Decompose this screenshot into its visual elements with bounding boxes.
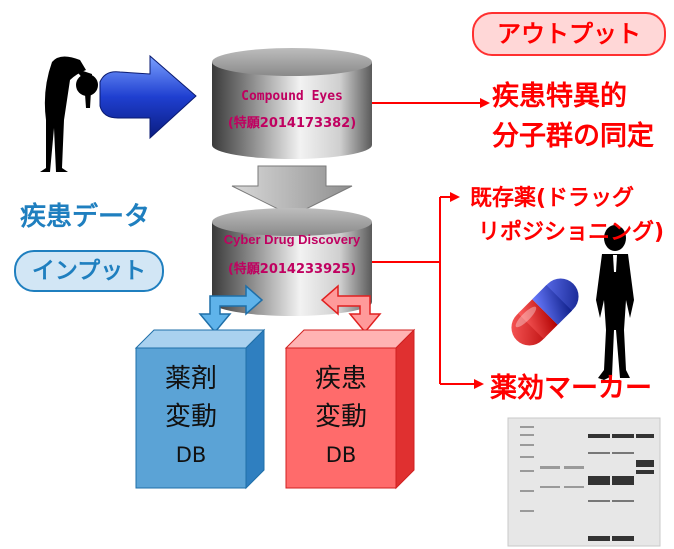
disease-db-line1: 疾患 [314,364,367,394]
disease-data-label: 疾患データ [20,202,151,232]
drug-db-line2: 変動 [164,402,217,432]
disease-db-cube [284,328,416,490]
drug-db-cube [134,328,266,490]
biomarker-label: 薬効マーカー [490,373,652,404]
drug-db-label: 薬剤 変動 DB [136,360,246,474]
disease-db-line3: DB [325,443,357,467]
output-connector-tree [372,192,484,389]
repositioning-line2: リポジショニング) [478,220,665,245]
output-badge: アウトプット [472,12,666,56]
cyber-drug-discovery-patent: (特願2014233925) [228,261,356,277]
electrophoresis-gel-icon [507,417,661,547]
compound-eyes-patent: (特願2014173382) [228,115,356,131]
disease-db-line2: 変動 [314,402,367,432]
businessman-icon [596,225,634,380]
compound-eyes-label: Compound Eyes [241,89,343,104]
input-badge: インプット [14,250,164,292]
disease-db-label: 疾患 変動 DB [286,360,396,474]
process-arrow [231,165,353,217]
disease-molecule-line2: 分子群の同定 [492,121,654,152]
drug-db-line1: 薬剤 [164,364,217,394]
compound-eyes-cylinder [212,48,372,159]
repositioning-line1: 既存薬(ドラッグ [470,186,635,211]
pill-capsule-icon [511,278,579,346]
bowing-person-icon [40,56,98,172]
cyber-drug-discovery-label: Cyber Drug Discovery [224,232,361,247]
drug-db-line3: DB [175,443,207,467]
disease-molecule-line1: 疾患特異的 [492,81,627,112]
input-arrow [99,54,197,140]
